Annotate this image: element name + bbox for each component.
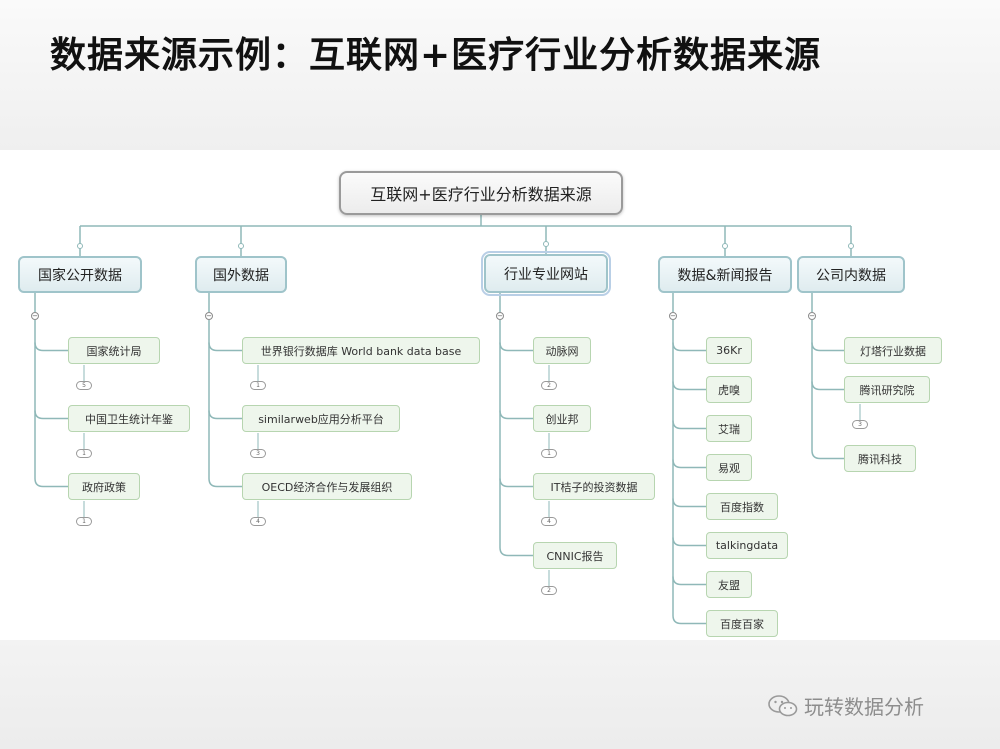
leaf-talkingdata[interactable]: talkingdata — [706, 532, 788, 559]
subtopic-count-badge[interactable]: 2 — [541, 586, 557, 595]
leaf-world-bank-database[interactable]: 世界银行数据库 World bank data base — [242, 337, 480, 364]
leaf-dengta-industry-data[interactable]: 灯塔行业数据 — [844, 337, 942, 364]
subtopic-count-badge[interactable]: 1 — [541, 449, 557, 458]
leaf-itjuzi-investment-data[interactable]: IT桔子的投资数据 — [533, 473, 655, 500]
collapse-toggle-branch-1[interactable]: − — [205, 312, 213, 320]
leaf-umeng[interactable]: 友盟 — [706, 571, 752, 598]
branch-topic-data-news-reports[interactable]: 数据&新闻报告 — [658, 256, 792, 293]
subtopic-count-badge[interactable]: 2 — [541, 381, 557, 390]
mindmap-canvas: 互联网+医疗行业分析数据来源 国家公开数据 国外数据 行业专业网站 数据&新闻报… — [0, 150, 1000, 640]
collapse-toggle-branch-2[interactable]: − — [496, 312, 504, 320]
leaf-iresearch[interactable]: 艾瑞 — [706, 415, 752, 442]
leaf-national-bureau-of-statistics[interactable]: 国家统计局 — [68, 337, 160, 364]
leaf-baidu-index[interactable]: 百度指数 — [706, 493, 778, 520]
subtopic-count-badge[interactable]: 1 — [76, 517, 92, 526]
subtopic-count-badge[interactable]: 1 — [250, 381, 266, 390]
subtopic-count-badge[interactable]: 3 — [852, 420, 868, 429]
collapse-toggle-branch-4[interactable]: − — [808, 312, 816, 320]
leaf-baidu-baijia[interactable]: 百度百家 — [706, 610, 778, 637]
slide-title: 数据来源示例：互联网+医疗行业分析数据来源 — [50, 35, 822, 76]
leaf-oecd[interactable]: OECD经济合作与发展组织 — [242, 473, 412, 500]
leaf-tencent-research[interactable]: 腾讯研究院 — [844, 376, 930, 403]
subtopic-count-badge[interactable]: 1 — [76, 449, 92, 458]
account-watermark: 玩转数据分析 — [768, 691, 924, 720]
branch-topic-company-data[interactable]: 公司内数据 — [797, 256, 905, 293]
branch-topic-foreign-data[interactable]: 国外数据 — [195, 256, 287, 293]
leaf-analysys[interactable]: 易观 — [706, 454, 752, 481]
leaf-similarweb[interactable]: similarweb应用分析平台 — [242, 405, 400, 432]
root-topic[interactable]: 互联网+医疗行业分析数据来源 — [339, 171, 623, 215]
leaf-tencent-tech[interactable]: 腾讯科技 — [844, 445, 916, 472]
wechat-icon — [768, 694, 798, 716]
header-background — [0, 0, 1000, 150]
subtopic-count-badge[interactable]: 3 — [250, 449, 266, 458]
leaf-huxiu[interactable]: 虎嗅 — [706, 376, 752, 403]
subtopic-count-badge[interactable]: 4 — [250, 517, 266, 526]
leaf-cyzone[interactable]: 创业邦 — [533, 405, 591, 432]
connector-lines — [34, 215, 861, 625]
branch-topic-industry-websites[interactable]: 行业专业网站 — [481, 251, 611, 296]
leaf-government-policy[interactable]: 政府政策 — [68, 473, 140, 500]
branch-topic-national-data[interactable]: 国家公开数据 — [18, 256, 142, 293]
leaf-vcbeat[interactable]: 动脉网 — [533, 337, 591, 364]
subtopic-count-badge[interactable]: 4 — [541, 517, 557, 526]
watermark-text: 玩转数据分析 — [804, 695, 924, 719]
leaf-36kr[interactable]: 36Kr — [706, 337, 752, 364]
collapse-toggle-branch-0[interactable]: − — [31, 312, 39, 320]
collapse-toggle-branch-3[interactable]: − — [669, 312, 677, 320]
leaf-cnnic-report[interactable]: CNNIC报告 — [533, 542, 617, 569]
footer-background — [0, 640, 1000, 749]
subtopic-count-badge[interactable]: 5 — [76, 381, 92, 390]
leaf-health-statistics-yearbook[interactable]: 中国卫生统计年鉴 — [68, 405, 190, 432]
